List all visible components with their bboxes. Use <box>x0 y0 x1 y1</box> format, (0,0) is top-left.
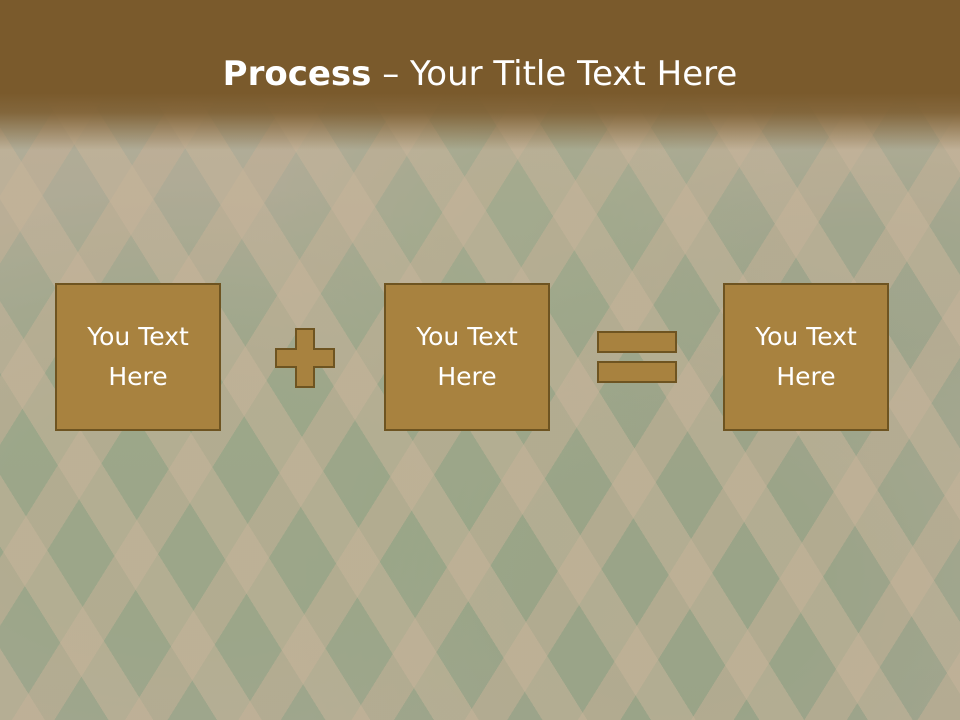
title-rest: Your Title Text Here <box>410 54 738 94</box>
title-bold: Process <box>222 54 372 94</box>
title-dash: – <box>371 54 411 94</box>
process-box-1[interactable]: You Text Here <box>55 283 221 431</box>
process-box-2-text: You Text Here <box>416 322 518 391</box>
process-box-3-text: You Text Here <box>755 322 857 391</box>
process-box-3[interactable]: You Text Here <box>723 283 889 431</box>
slide-title: Process – Your Title Text Here <box>0 52 960 96</box>
process-box-2[interactable]: You Text Here <box>384 283 550 431</box>
process-box-1-text: You Text Here <box>87 322 189 391</box>
plus-icon <box>275 328 335 388</box>
title-band: Process – Your Title Text Here <box>0 0 960 150</box>
equals-icon <box>597 331 677 383</box>
